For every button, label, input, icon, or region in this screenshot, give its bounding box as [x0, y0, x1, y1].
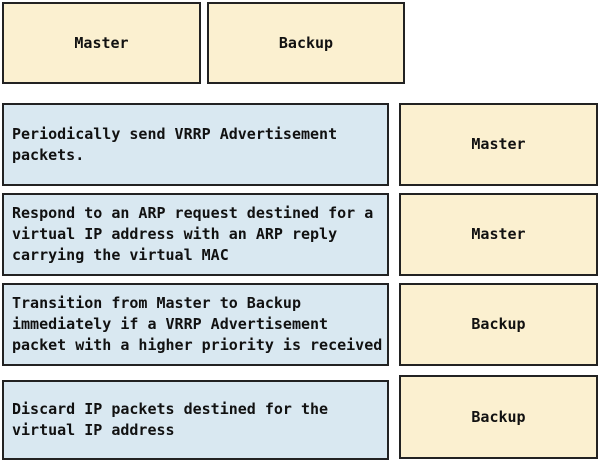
option-box-backup[interactable]: Backup [207, 2, 405, 84]
answer-slot-3[interactable]: Backup [399, 283, 598, 366]
statement-send-vrrp-advertisements: Periodically send VRRP Advertisement pac… [2, 103, 389, 186]
statement-discard-ip-packets: Discard IP packets destined for the virt… [2, 380, 389, 460]
answer-slot-2[interactable]: Master [399, 193, 598, 276]
statement-transition-master-to-backup: Transition from Master to Backup immedia… [2, 283, 389, 366]
statement-respond-arp-request: Respond to an ARP request destined for a… [2, 193, 389, 276]
answer-slot-4[interactable]: Backup [399, 375, 598, 459]
answer-slot-1[interactable]: Master [399, 103, 598, 186]
option-box-master[interactable]: Master [2, 2, 201, 84]
